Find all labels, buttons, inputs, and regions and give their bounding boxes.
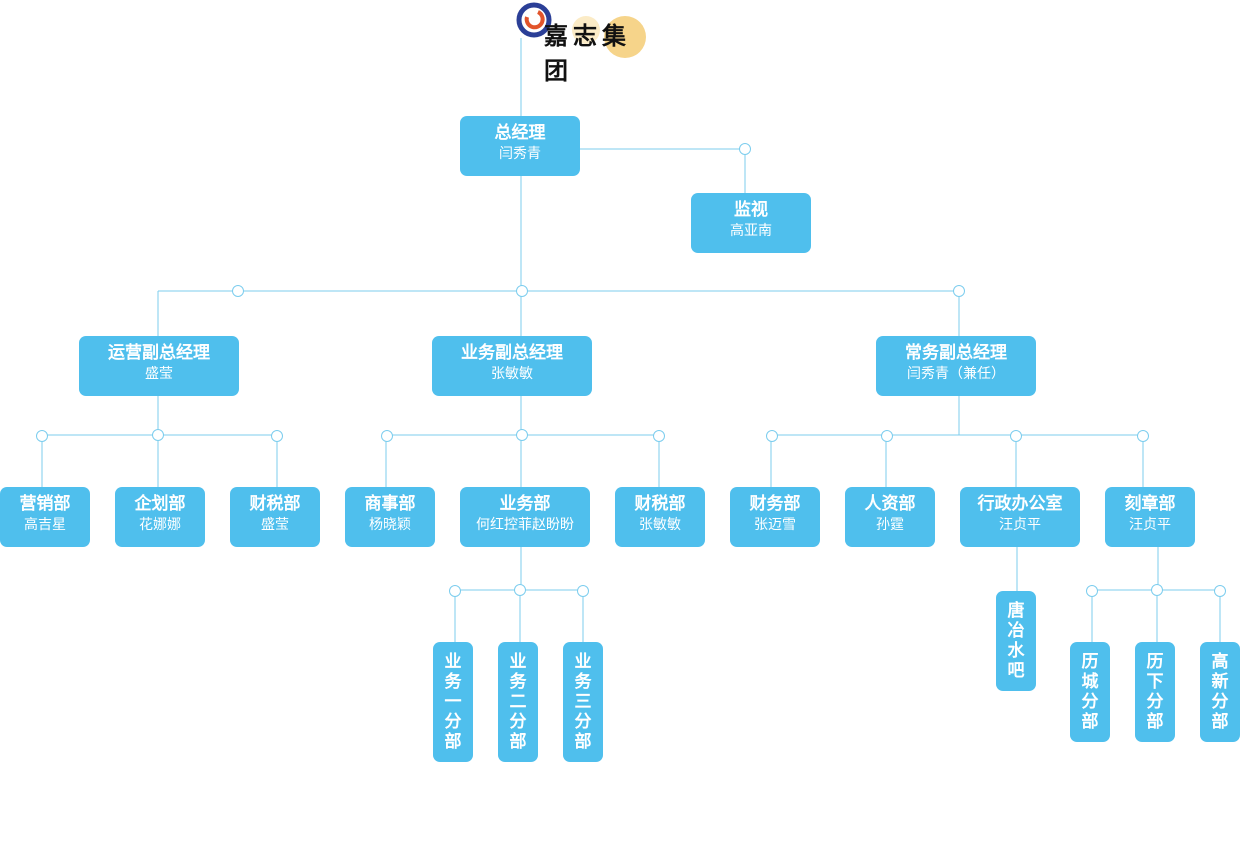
node-title: 行政办公室 <box>977 494 1063 514</box>
node-gaoxin-branch[interactable]: 高新分部 <box>1200 642 1240 742</box>
node-ops-vp[interactable]: 运营副总经理 盛莹 <box>79 336 239 396</box>
node-marketing-dept[interactable]: 营销部 高吉星 <box>0 487 90 547</box>
node-title: 刻章部 <box>1124 494 1176 514</box>
node-title: 财务部 <box>749 494 801 514</box>
node-person: 盛莹 <box>261 517 289 533</box>
node-title: 业务部 <box>499 494 551 514</box>
node-title: 业务副总经理 <box>461 343 563 363</box>
node-title: 财税部 <box>634 494 686 514</box>
node-title: 商事部 <box>364 494 416 514</box>
node-person: 花娜娜 <box>139 517 181 533</box>
node-person: 闫秀青（兼任） <box>907 366 1005 382</box>
node-person: 盛莹 <box>145 366 173 382</box>
node-title: 监视 <box>734 200 768 220</box>
node-commerce-dept[interactable]: 商事部 杨晓颖 <box>345 487 435 547</box>
node-person: 高亚南 <box>730 223 772 239</box>
logo-text: 嘉志集团 <box>544 21 631 85</box>
node-title: 业务三分部 <box>574 652 592 752</box>
node-admin-office[interactable]: 行政办公室 汪贞平 <box>960 487 1080 547</box>
node-title: 人资部 <box>864 494 916 514</box>
logo-dot <box>572 16 600 44</box>
node-title: 运营副总经理 <box>108 343 210 363</box>
node-title: 企划部 <box>134 494 186 514</box>
node-title: 常务副总经理 <box>905 343 1007 363</box>
node-person: 高吉星 <box>24 517 66 533</box>
node-person: 汪贞平 <box>999 517 1041 533</box>
node-monitor[interactable]: 监视 高亚南 <box>691 193 811 253</box>
node-person: 张敏敏 <box>491 366 533 382</box>
node-title: 高新分部 <box>1211 652 1229 732</box>
node-title: 历下分部 <box>1146 652 1164 732</box>
node-executive-vp[interactable]: 常务副总经理 闫秀青（兼任） <box>876 336 1036 396</box>
node-person: 闫秀青 <box>499 146 541 162</box>
node-business-vp[interactable]: 业务副总经理 张敏敏 <box>432 336 592 396</box>
node-licheng-branch[interactable]: 历城分部 <box>1070 642 1110 742</box>
node-person: 何红控菲赵盼盼 <box>476 517 574 533</box>
node-tax-dept-ops[interactable]: 财税部 盛莹 <box>230 487 320 547</box>
node-seal-dept[interactable]: 刻章部 汪贞平 <box>1105 487 1195 547</box>
node-tangye-water-bar[interactable]: 唐冶水吧 <box>996 591 1036 691</box>
node-general-manager[interactable]: 总经理 闫秀青 <box>460 116 580 176</box>
logo-ring-icon <box>516 2 552 38</box>
node-biz-branch-2[interactable]: 业务二分部 <box>498 642 538 762</box>
node-person: 张迈雪 <box>754 517 796 533</box>
node-title: 历城分部 <box>1081 652 1099 732</box>
node-person: 孙霆 <box>876 517 904 533</box>
node-biz-branch-3[interactable]: 业务三分部 <box>563 642 603 762</box>
node-business-dept[interactable]: 业务部 何红控菲赵盼盼 <box>460 487 590 547</box>
node-title: 营销部 <box>19 494 71 514</box>
logo-sun <box>604 16 646 58</box>
node-title: 唐冶水吧 <box>1007 601 1025 681</box>
node-tax-dept-biz[interactable]: 财税部 张敏敏 <box>615 487 705 547</box>
node-person: 汪贞平 <box>1129 517 1171 533</box>
node-biz-branch-1[interactable]: 业务一分部 <box>433 642 473 762</box>
node-title: 业务一分部 <box>444 652 462 752</box>
node-planning-dept[interactable]: 企划部 花娜娜 <box>115 487 205 547</box>
node-title: 总经理 <box>494 123 546 143</box>
node-finance-dept[interactable]: 财务部 张迈雪 <box>730 487 820 547</box>
node-person: 杨晓颖 <box>369 517 411 533</box>
node-title: 业务二分部 <box>509 652 527 752</box>
company-logo: 嘉志集团 <box>516 2 656 85</box>
node-title: 财税部 <box>249 494 301 514</box>
node-lixia-branch[interactable]: 历下分部 <box>1135 642 1175 742</box>
node-person: 张敏敏 <box>639 517 681 533</box>
node-hr-dept[interactable]: 人资部 孙霆 <box>845 487 935 547</box>
